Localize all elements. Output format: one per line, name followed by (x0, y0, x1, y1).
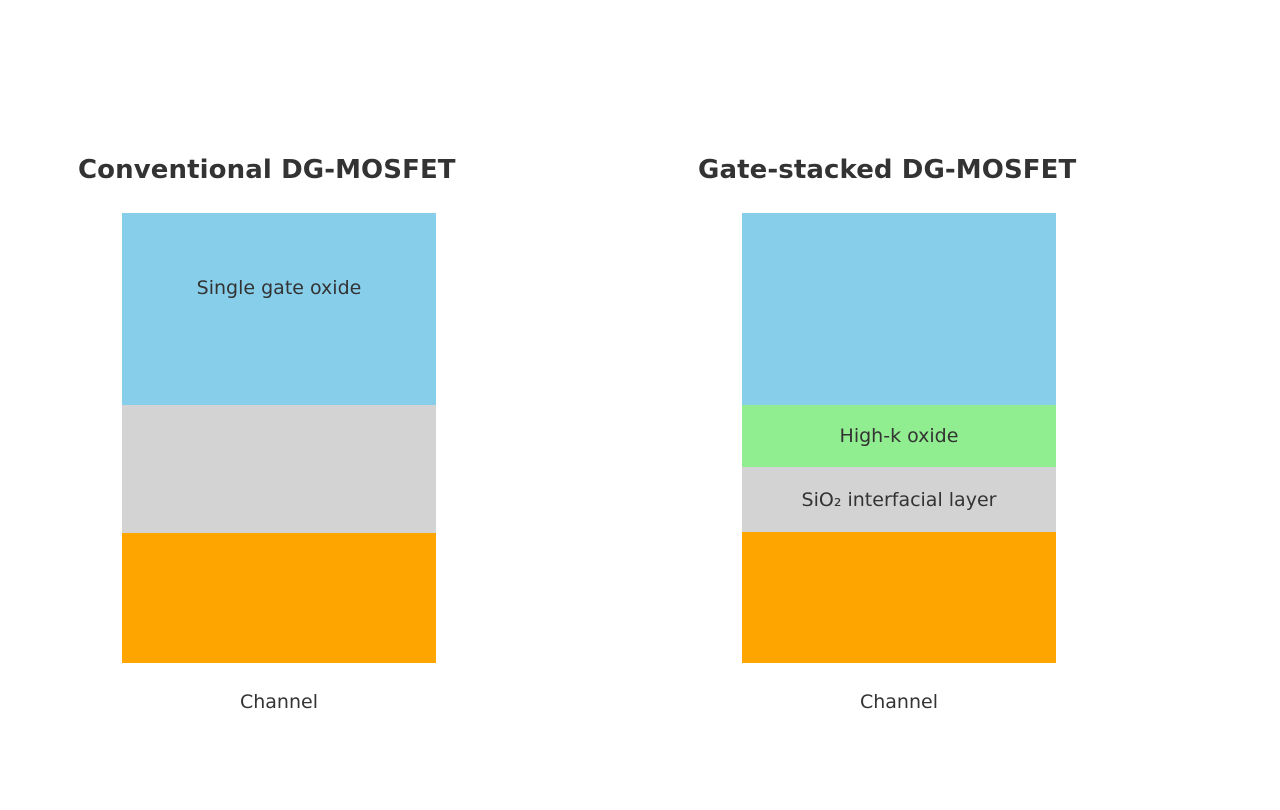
device-stack-gate-stacked: High-k oxide SiO₂ interfacial layer (742, 213, 1056, 663)
panel-conventional-dg-mosfet: Conventional DG-MOSFET Single gate oxide… (78, 155, 456, 713)
layer-channel-gate-stacked (742, 532, 1056, 663)
layer-sio2-interfacial: SiO₂ interfacial layer (742, 467, 1056, 532)
panel-gate-stacked-dg-mosfet: Gate-stacked DG-MOSFET High-k oxide SiO₂… (640, 0, 1280, 810)
layer-single-gate-oxide: Single gate oxide (122, 213, 436, 405)
layer-label-high-k-oxide: High-k oxide (839, 425, 959, 447)
layer-oxide-gray-conventional (122, 405, 436, 533)
panel-title-conventional: Conventional DG-MOSFET (78, 155, 456, 185)
caption-channel-gate-stacked: Channel (859, 691, 938, 713)
layer-label-sio2-interfacial: SiO₂ interfacial layer (801, 488, 997, 511)
layer-label-single-gate-oxide: Single gate oxide (196, 277, 362, 299)
layer-gate-gate-stacked (742, 213, 1056, 405)
panel-title-gate-stacked: Gate-stacked DG-MOSFET (698, 155, 1077, 185)
layer-channel-conventional (122, 533, 436, 663)
caption-channel-conventional: Channel (239, 691, 318, 713)
layer-high-k-oxide: High-k oxide (742, 405, 1056, 467)
device-stack-conventional: Single gate oxide (122, 213, 436, 663)
